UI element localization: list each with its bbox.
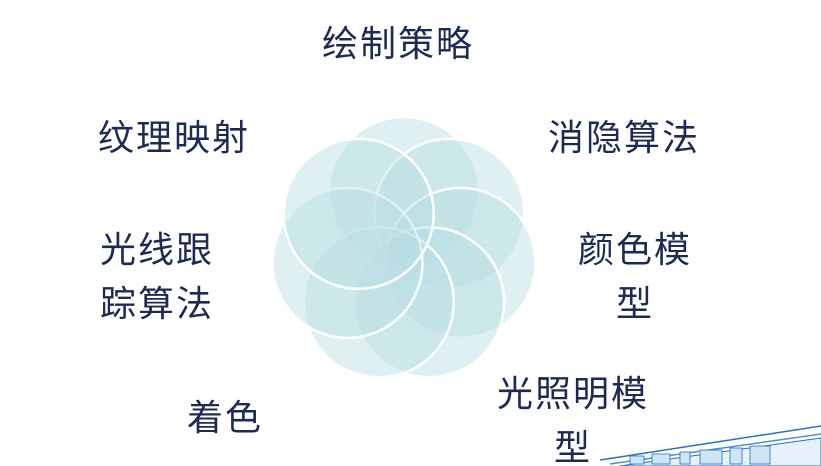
corner-decoration: [599, 425, 821, 466]
label-illumination-model: 光照明模 型: [497, 368, 649, 466]
label-illumination-model-line1: 光照明模: [497, 374, 650, 415]
petal-circle: [327, 115, 481, 269]
petal-circle: [271, 186, 424, 340]
corner-stripes: [599, 425, 821, 466]
label-ray-tracing: 光线跟 踪算法: [100, 224, 214, 332]
petal-circle: [282, 137, 435, 291]
label-ray-tracing-line2: 踪算法: [100, 284, 215, 325]
petal-group: [271, 115, 537, 379]
label-hidden-surface-algorithm: 消隐算法: [548, 118, 701, 159]
label-shading: 着色: [187, 398, 264, 439]
petal-circle: [302, 226, 456, 379]
label-color-model: 颜色模 型: [578, 224, 692, 332]
label-illumination-model-line2: 型: [554, 428, 593, 466]
petal-circle: [352, 226, 506, 379]
petal-circle: [384, 186, 537, 340]
label-ray-tracing-line1: 光线跟: [100, 230, 215, 271]
label-color-model-line2: 型: [616, 284, 655, 325]
label-drawing-strategy: 绘制策略: [322, 24, 475, 65]
label-color-model-line1: 颜色模: [578, 230, 693, 271]
petal-circle: [373, 137, 526, 291]
label-texture-mapping: 纹理映射: [98, 118, 251, 159]
